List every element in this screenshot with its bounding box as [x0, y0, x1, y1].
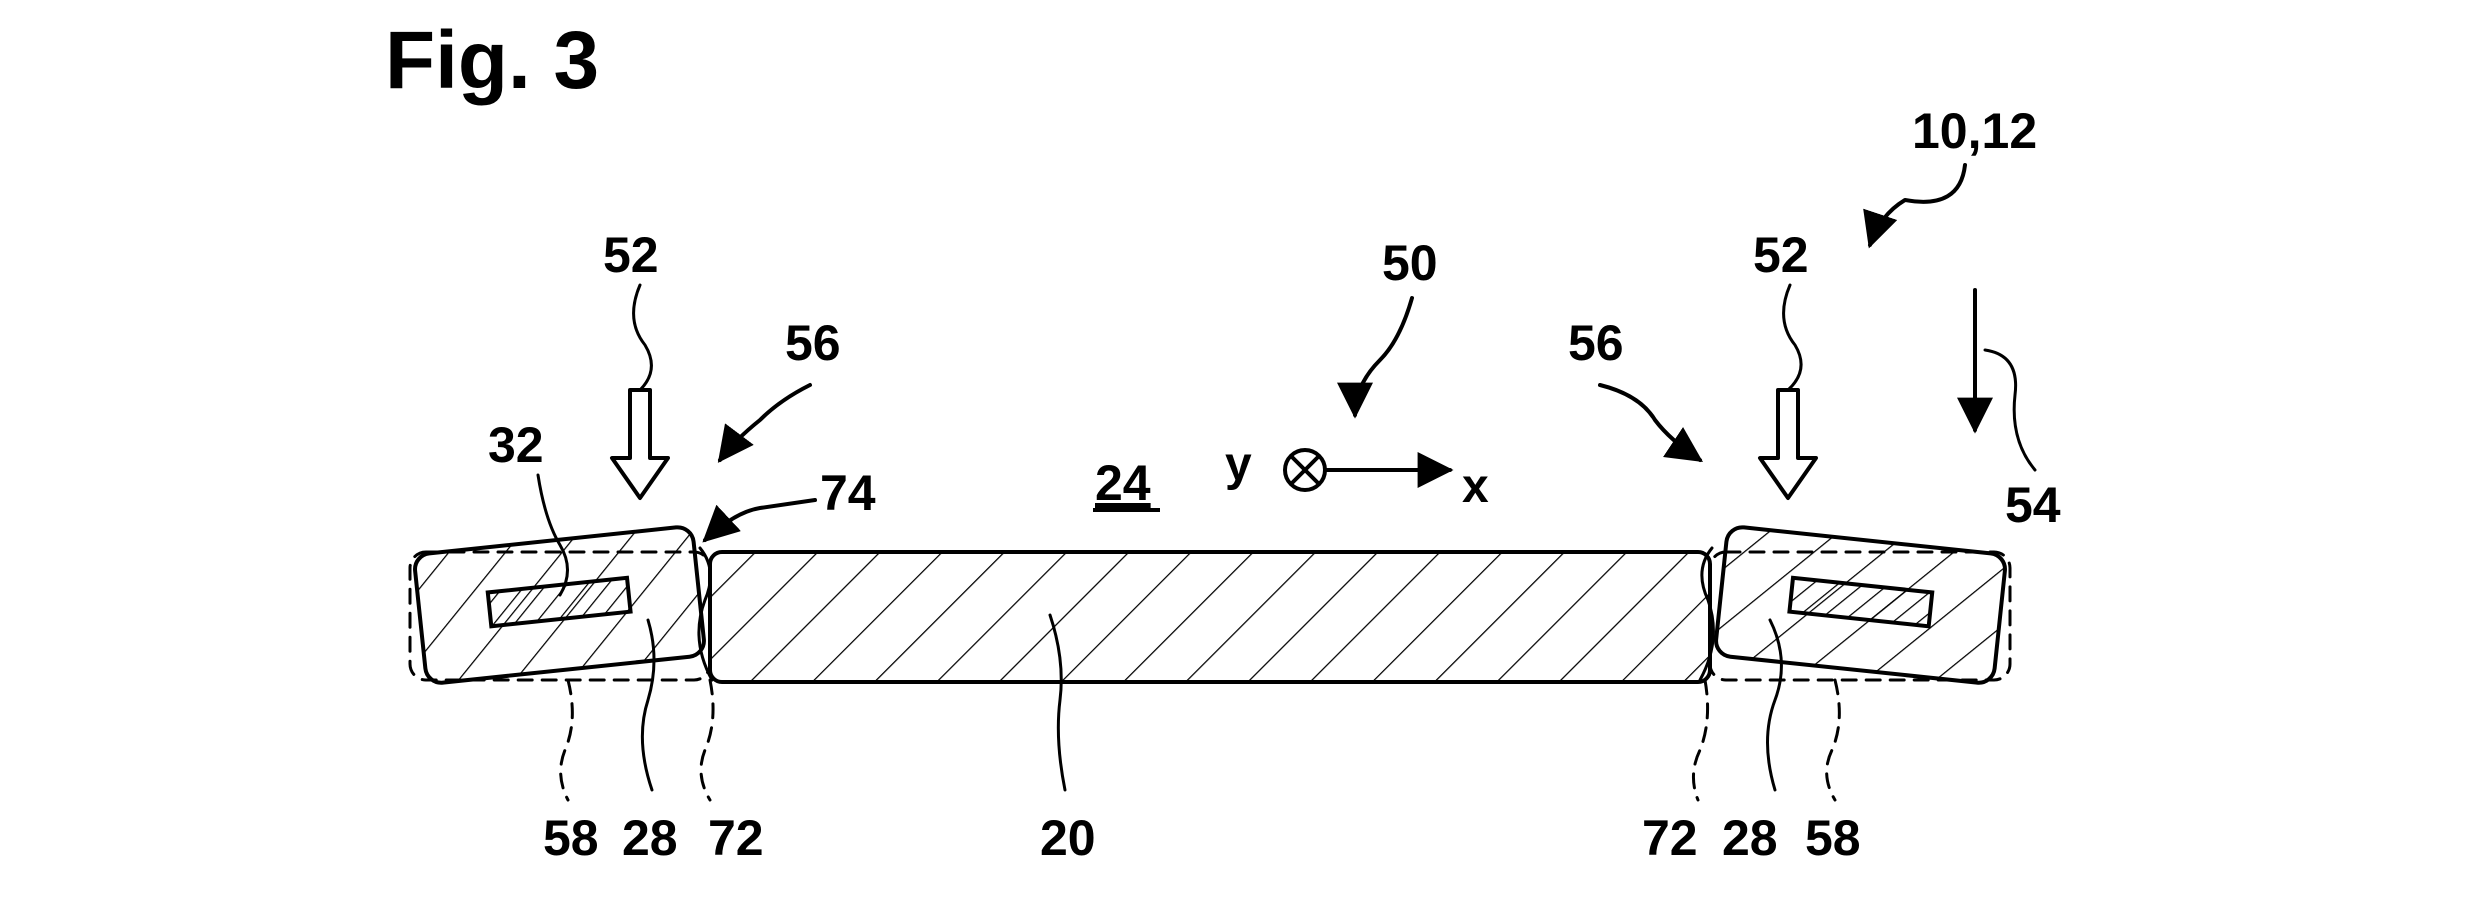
- label-52-left: 52: [603, 227, 659, 283]
- leader-72-right: [1692, 678, 1710, 802]
- label-28-left: 28: [622, 810, 678, 866]
- label-28-right: 28: [1722, 810, 1778, 866]
- label-32: 32: [488, 417, 544, 473]
- axis-y-label: y: [1225, 438, 1252, 491]
- leader-56-left: [717, 383, 812, 463]
- leader-50: [1337, 296, 1414, 419]
- leader-54: [1983, 348, 2037, 472]
- leader-28-left: [640, 618, 656, 792]
- right-contact-72: [1698, 546, 1715, 682]
- leader-58-right: [1825, 678, 1841, 802]
- central-plate-20: [708, 550, 1712, 684]
- label-58-left: 58: [543, 810, 599, 866]
- label-54: 54: [2005, 477, 2061, 533]
- leader-28-right: [1766, 618, 1783, 792]
- right-force-arrow-52: [1758, 388, 1818, 500]
- leader-20: [1048, 613, 1067, 792]
- figure-title: Fig. 3: [385, 15, 599, 106]
- right-insert: [1787, 575, 1935, 629]
- leader-74: [702, 498, 817, 543]
- leader-assembly: [1863, 163, 1967, 249]
- leader-52-right: [1782, 283, 1803, 392]
- label-72-right: 72: [1642, 810, 1698, 866]
- leader-56-right: [1598, 383, 1703, 462]
- label-20: 20: [1040, 810, 1096, 866]
- label-58-right: 58: [1805, 810, 1861, 866]
- label-50: 50: [1382, 235, 1438, 291]
- left-contact-72: [697, 546, 714, 682]
- left-force-arrow-52: [610, 388, 670, 500]
- label-56-right: 56: [1568, 315, 1624, 371]
- left-block-28: [413, 525, 706, 685]
- label-74: 74: [820, 465, 876, 521]
- left-insert-32: [485, 575, 633, 629]
- label-56-left: 56: [785, 315, 841, 371]
- label-assembly: 10,12: [1912, 103, 2037, 159]
- right-block-28: [1714, 525, 2007, 685]
- y-axis-cross-2: [1289, 454, 1321, 486]
- label-24: 24: [1095, 455, 1151, 511]
- leader-52-left: [632, 283, 653, 392]
- axis-x-label: x: [1462, 460, 1489, 513]
- label-72-left: 72: [708, 810, 764, 866]
- leader-32: [536, 473, 569, 597]
- leader-58-left: [559, 678, 574, 802]
- leader-72-left: [699, 678, 715, 802]
- label-52-right: 52: [1753, 227, 1809, 283]
